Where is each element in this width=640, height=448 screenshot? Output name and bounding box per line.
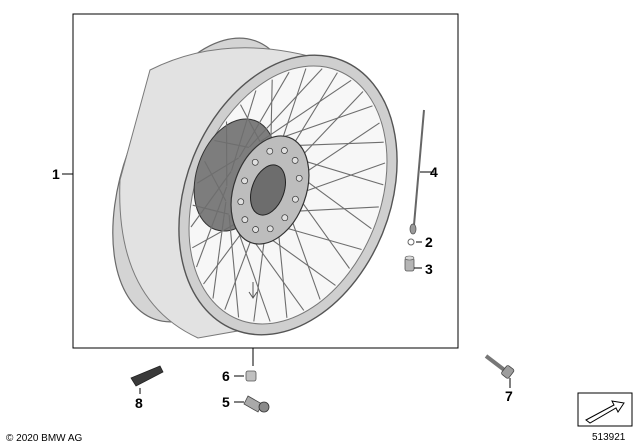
reference-symbol	[577, 392, 633, 427]
spoke-line	[192, 204, 229, 215]
hub-bolt	[252, 226, 259, 233]
nipple-washer-part[interactable]	[407, 238, 415, 246]
spoke-nipple-part[interactable]	[404, 255, 415, 272]
spoke-line	[240, 104, 261, 142]
callout-4[interactable]: 4	[430, 164, 438, 180]
spoke-line	[270, 79, 273, 142]
hub-bolt	[266, 147, 274, 155]
spoke-line	[230, 90, 257, 171]
assembly-frame	[72, 13, 459, 349]
hub-bolt	[241, 216, 249, 223]
spoke-line	[212, 201, 227, 299]
hub-bolt	[281, 214, 289, 222]
spoke-wheel[interactable]	[77, 13, 437, 368]
spoke-line	[192, 223, 236, 249]
valve-mark	[248, 282, 258, 299]
callout-3[interactable]: 3	[425, 261, 433, 277]
spoke-line	[195, 186, 228, 268]
rubber-strip-part[interactable]	[130, 365, 164, 387]
hub-bolts	[237, 147, 303, 233]
valve-part[interactable]	[243, 395, 270, 413]
callout-8[interactable]: 8	[135, 395, 143, 411]
hub-bolt	[292, 195, 299, 203]
spoke-line	[271, 105, 373, 142]
spoke-line	[238, 71, 290, 158]
valve-cap-part[interactable]	[245, 370, 257, 382]
hub-bolt	[295, 174, 303, 182]
spoke-line	[279, 68, 307, 146]
spoke-line	[204, 161, 227, 202]
leader-lines	[62, 171, 511, 403]
spoke-line	[228, 214, 240, 318]
spoke-line	[260, 79, 352, 142]
spoke-line	[235, 224, 271, 322]
hub-bolt	[251, 158, 259, 166]
document-number: 513921	[592, 432, 626, 443]
spoke-part[interactable]	[409, 109, 425, 235]
hub-bolt	[281, 147, 288, 154]
spoke-line	[190, 171, 232, 228]
copyright-text: © 2020 BMW AG	[6, 433, 83, 444]
callout-5[interactable]: 5	[222, 394, 230, 410]
spoke-line	[196, 157, 240, 184]
hub-bolt	[291, 157, 299, 164]
hub-bolt	[266, 225, 274, 233]
callout-2[interactable]: 2	[425, 234, 433, 250]
hub-bolt	[237, 198, 245, 206]
hub-bolt	[241, 177, 248, 185]
spoke-line	[203, 228, 245, 285]
hub-center	[250, 164, 286, 216]
callout-7[interactable]: 7	[505, 388, 513, 404]
spoke-line	[249, 68, 323, 148]
callout-6[interactable]: 6	[222, 368, 230, 384]
callout-1[interactable]: 1	[52, 166, 60, 182]
bolt-part[interactable]	[484, 354, 515, 379]
spoke-line	[214, 139, 250, 148]
